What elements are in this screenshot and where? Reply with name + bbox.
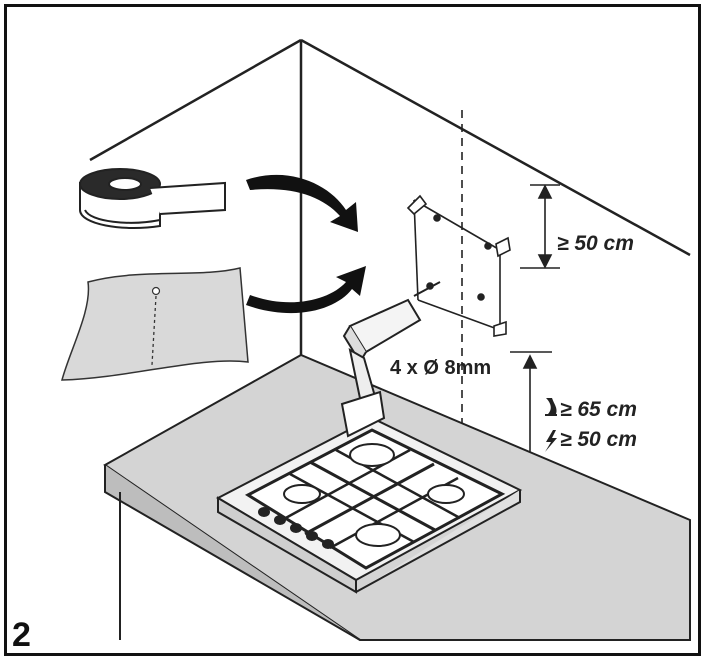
step-number: 2 bbox=[12, 616, 31, 654]
drilling-template-icon bbox=[61, 267, 249, 381]
holes-label: 4 x Ø 8mm bbox=[390, 357, 491, 379]
arrow-icon bbox=[246, 174, 366, 314]
mounting-plate bbox=[406, 194, 511, 337]
gas-clearance-label: ≥ 65 cm bbox=[560, 398, 637, 421]
sealing-tape-icon bbox=[79, 168, 226, 229]
electric-clearance-label: ≥ 50 cm bbox=[560, 428, 637, 451]
lightning-icon bbox=[545, 430, 557, 452]
flame-icon bbox=[545, 398, 557, 416]
top-dimension-arrow bbox=[520, 184, 560, 269]
gas-hob bbox=[215, 416, 523, 594]
top-clearance-label: ≥ 50 cm bbox=[557, 232, 634, 255]
drill-icon bbox=[340, 281, 441, 438]
